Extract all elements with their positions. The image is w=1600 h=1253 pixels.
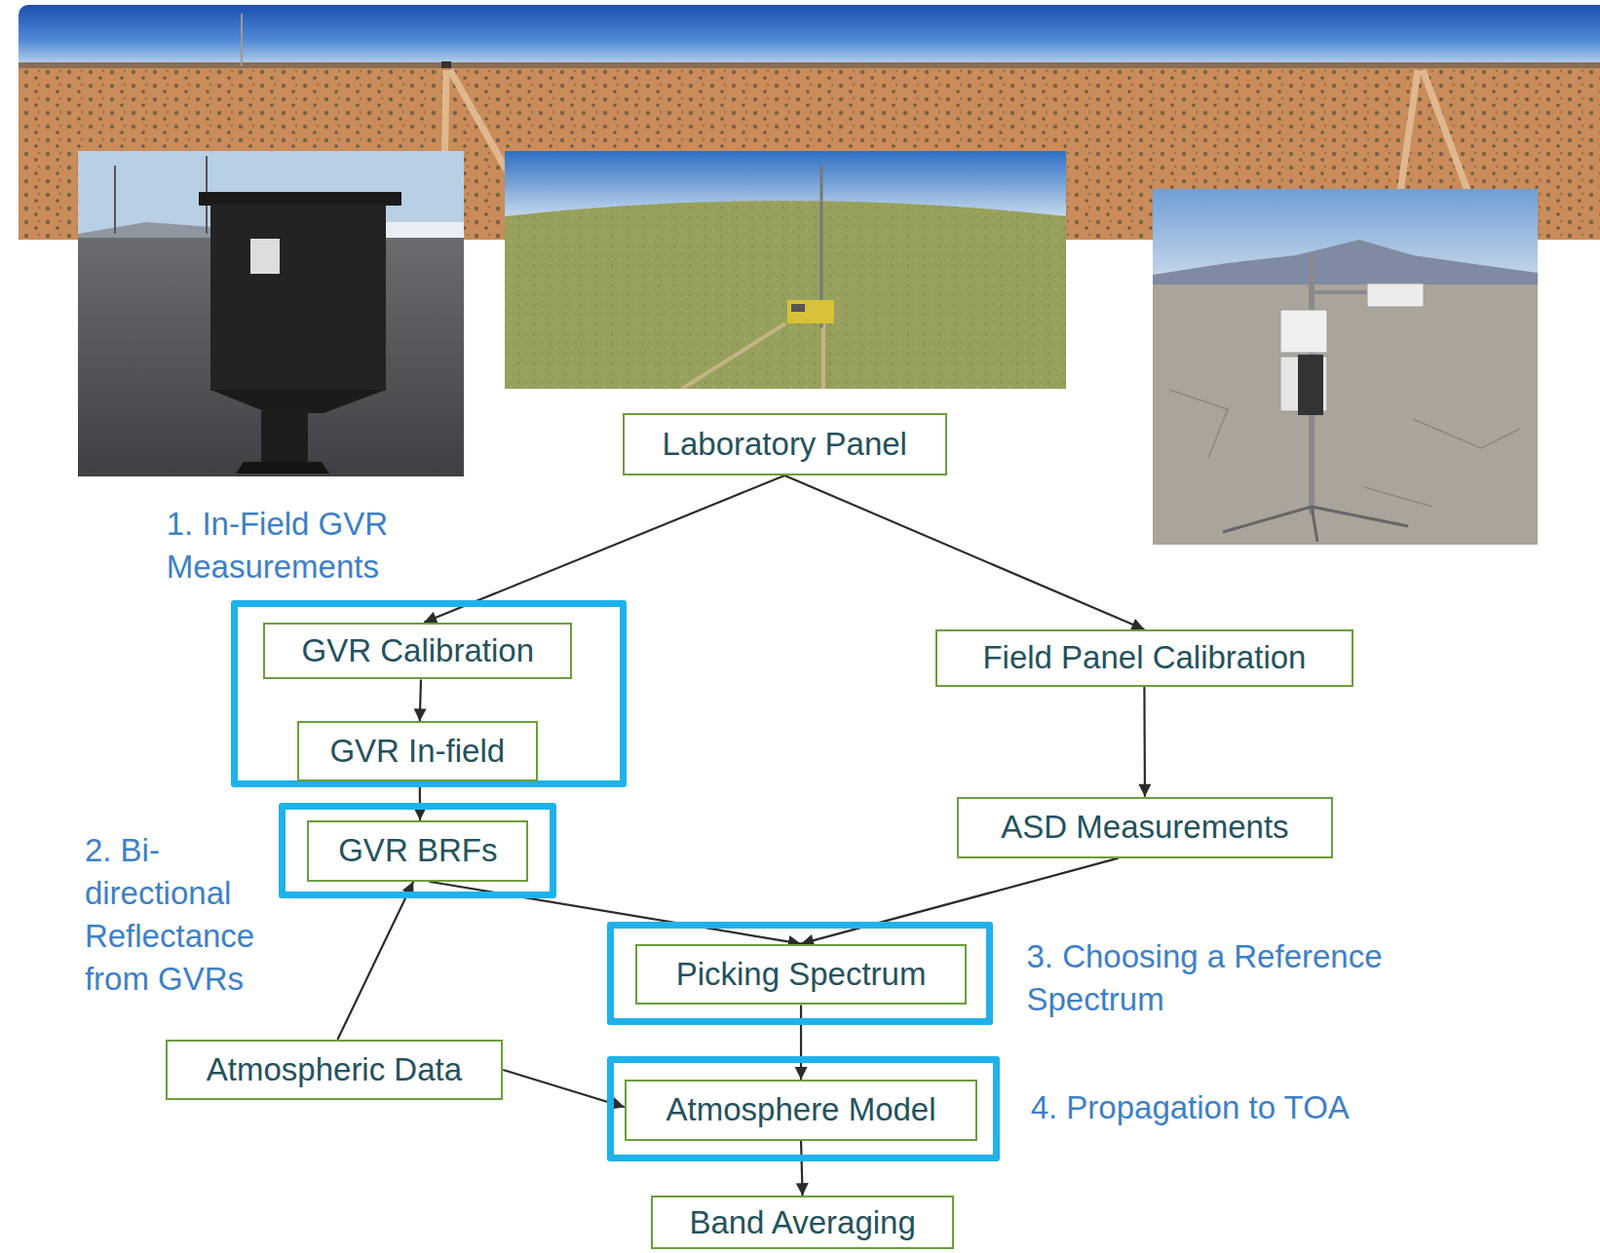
box-label: ASD Measurements [1000,808,1289,846]
connector-arrow [800,1004,802,1079]
highlight-group: 3. Choosing a Reference SpectrumPicking … [607,921,993,1027]
process-box: Atmospheric Data [165,1039,504,1101]
group-heading-holder: 2. Bi-directional Reflectance from GVRs [84,829,275,1001]
process-box: GVR Calibration [263,622,572,681]
connector-arrow [419,679,421,722]
box-label: GVR BRFs [338,832,497,870]
process-box: GVR BRFs [306,820,529,882]
connector-arrow [337,881,414,1040]
process-box: Field Panel Calibration [935,629,1353,687]
connector-arrow [1142,686,1146,798]
process-box: Picking Spectrum [635,944,966,1006]
grassland-photo [504,151,1067,389]
connector-arrow [419,781,422,821]
group-heading-holder: 1. In-Field GVR Measurements [166,502,445,589]
process-box: GVR In-field [297,721,538,782]
box-label: Band Averaging [688,1204,915,1242]
highlight-group: 4. Propagation to TOAAtmosphere Model [607,1056,1000,1162]
box-label: GVR In-field [329,732,505,770]
process-box: ASD Measurements [956,797,1333,859]
highlight-group: 2. Bi-directional Reflectance from GVRsG… [278,802,557,898]
process-box: Band Averaging [650,1195,954,1249]
connector-arrow [784,475,1144,630]
group-heading: 3. Choosing a Reference Spectrum [1026,935,1465,1022]
box-label: Field Panel Calibration [982,639,1306,677]
connector-arrow [800,1141,803,1197]
box-label: GVR Calibration [302,632,534,670]
connector-arrow [800,858,1119,945]
group-heading: 2. Bi-directional Reflectance from GVRs [84,829,275,1001]
process-box: Atmosphere Model [624,1079,978,1142]
group-heading-holder: 3. Choosing a Reference Spectrum [1026,935,1465,1022]
highlight-group: 1. In-Field GVR MeasurementsGVR Calibrat… [230,600,627,789]
box-label: Laboratory Panel [662,425,908,463]
process-box: Laboratory Panel [622,413,948,476]
box-label: Atmospheric Data [206,1051,462,1089]
group-heading-holder: 4. Propagation to TOA [1030,1086,1460,1130]
group-heading: 4. Propagation to TOA [1030,1086,1460,1130]
box-label: Picking Spectrum [676,955,927,993]
group-heading: 1. In-Field GVR Measurements [166,502,445,589]
box-label: Atmosphere Model [666,1091,937,1129]
gvr-photo [77,151,464,477]
playa-photo [1152,189,1538,545]
connector-arrow [428,881,801,945]
